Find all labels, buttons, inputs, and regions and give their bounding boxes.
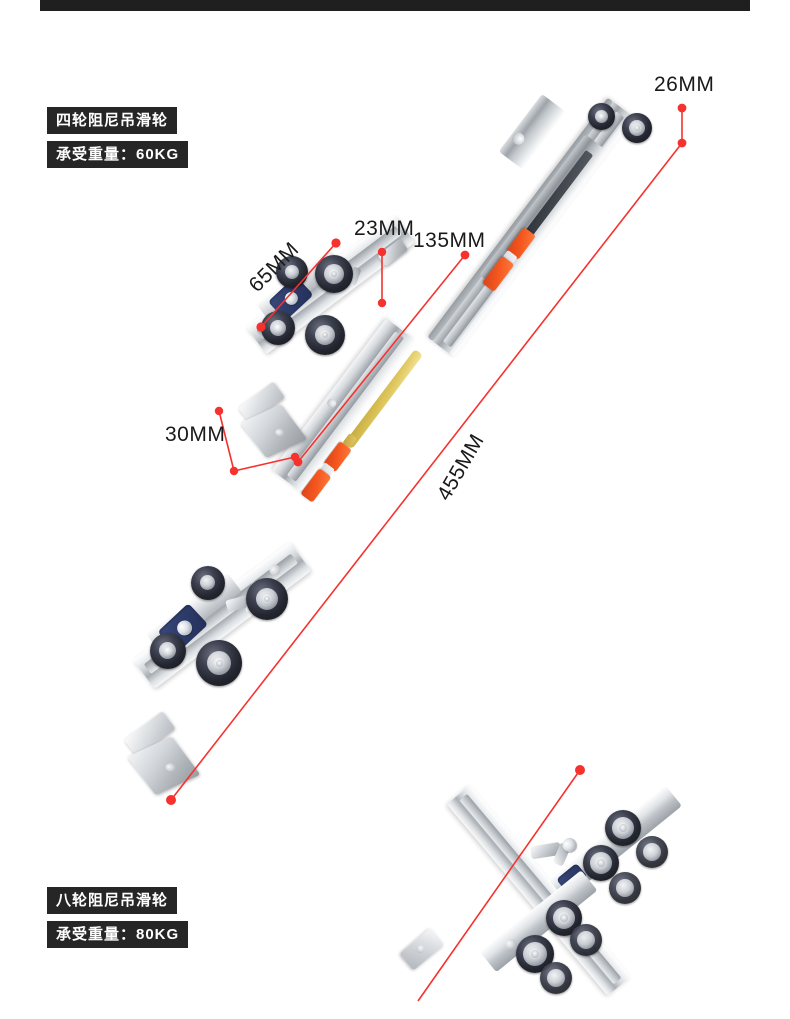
lower-track-groove	[286, 331, 405, 482]
hanger-wheel	[261, 311, 295, 345]
four-wheel-capacity-text: 承受重量：60KG	[56, 146, 180, 163]
top-divider-bar	[40, 0, 750, 11]
eight-wheel-title-text: 八轮阻尼吊滑轮	[56, 892, 169, 909]
dimension-label-455mm: 455MM	[432, 430, 489, 505]
eight-hanger-wheel	[609, 872, 641, 904]
hanger-wheel	[150, 633, 186, 669]
four-wheel-title-plate: 四轮阻尼吊滑轮	[47, 107, 178, 134]
dimension-label-23mm: 23MM	[354, 217, 415, 240]
roller-head-body	[498, 93, 566, 170]
four-wheel-capacity-plate: 承受重量：60KG	[47, 141, 189, 168]
hanger-wheel	[191, 566, 225, 600]
eight-wheel-title-plate: 八轮阻尼吊滑轮	[47, 887, 178, 914]
eight-hanger-wheel	[583, 845, 619, 881]
eight-hanger-wheel	[636, 836, 668, 868]
roller-wheel	[588, 103, 615, 130]
eight-hanger-wheel	[605, 810, 641, 846]
hanger-wheel	[246, 578, 288, 620]
eight-hanger-wheel	[570, 924, 602, 956]
eight-wheel-capacity-plate: 承受重量：80KG	[47, 921, 189, 948]
eight-hanger-wheel	[540, 962, 572, 994]
dimension-label-30mm: 30MM	[165, 423, 226, 446]
hanger-wheel	[305, 315, 345, 355]
dimension-label-26mm: 26MM	[654, 73, 715, 96]
eight-wheel-capacity-text: 承受重量：80KG	[56, 926, 180, 943]
hanger-wheel	[196, 640, 242, 686]
dimension-label-135mm: 135MM	[413, 229, 486, 252]
hanger-wheel	[315, 255, 353, 293]
roller-wheel	[622, 113, 652, 143]
four-wheel-title-text: 四轮阻尼吊滑轮	[56, 112, 169, 129]
